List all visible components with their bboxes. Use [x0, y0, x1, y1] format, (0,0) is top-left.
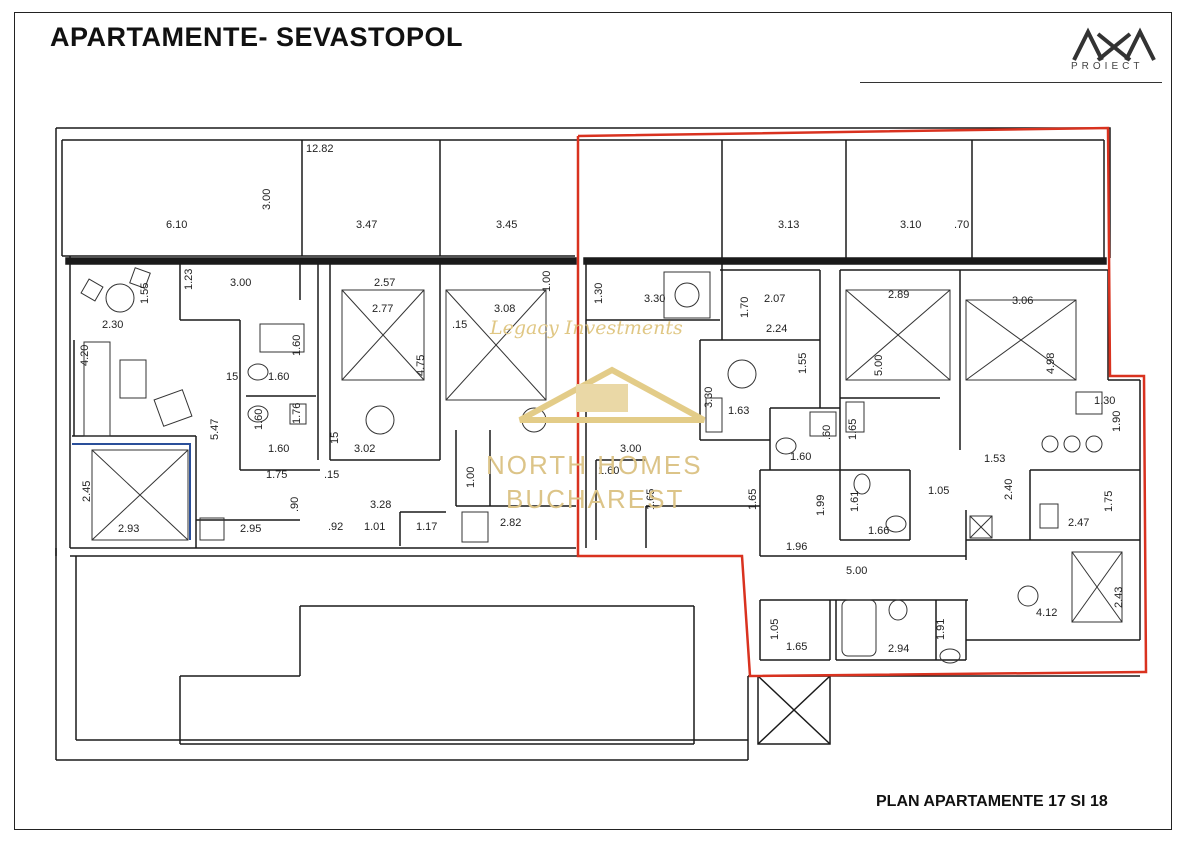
dim-label: 1.30	[1094, 395, 1115, 407]
dim-label: 15	[329, 432, 341, 444]
dim-label: 1.53	[984, 453, 1005, 465]
dim-label: 3.13	[778, 219, 799, 231]
dim-label: 1.99	[815, 495, 827, 516]
dim-label: 1.90	[1111, 411, 1123, 432]
dim-label: 4.20	[79, 345, 91, 366]
dim-label: 2.40	[1003, 479, 1015, 500]
dim-label: 1.23	[183, 269, 195, 290]
fixtures	[80, 267, 1123, 664]
dim-label: 3.30	[703, 387, 715, 408]
dim-label: 1.05	[928, 485, 949, 497]
dim-label: 1.70	[739, 297, 751, 318]
dim-label: .15	[452, 319, 467, 331]
dim-label: 1.65	[786, 641, 807, 653]
dim-label: 1.60	[598, 465, 619, 477]
dim-label: 2.07	[764, 293, 785, 305]
dim-label: 1.60	[790, 451, 811, 463]
dim-label: 1.76	[291, 403, 303, 424]
dim-label: 2.77	[372, 303, 393, 315]
watermark-line2: NORTH HOMES	[486, 450, 703, 480]
dim-label: .70	[954, 219, 969, 231]
dim-label: 1.00	[541, 271, 553, 292]
dim-label: 3.47	[356, 219, 377, 231]
dim-label: .60	[821, 425, 833, 440]
dim-label: 1.91	[935, 619, 947, 640]
dim-label: 2.57	[374, 277, 395, 289]
dim-label: 1.60	[268, 371, 289, 383]
dim-label: 3.08	[494, 303, 515, 315]
dim-label: 1.66	[868, 525, 889, 537]
dim-label: .92	[328, 521, 343, 533]
dim-label: 1.63	[728, 405, 749, 417]
dim-label: 1.60	[291, 335, 303, 356]
dim-label: 3.00	[261, 189, 273, 210]
dim-label: .90	[289, 497, 301, 512]
dim-label: 1.75	[266, 469, 287, 481]
dim-label: 12.82	[306, 143, 334, 155]
dim-label: 1.00	[465, 467, 477, 488]
dim-label: 1.55	[139, 283, 151, 304]
plan-caption: PLAN APARTAMENTE 17 SI 18	[876, 793, 1108, 810]
dim-label: 1.61	[849, 491, 861, 512]
dim-label: 3.30	[644, 293, 665, 305]
watermark-house-icon	[576, 384, 628, 412]
window-frame	[72, 443, 191, 540]
dim-label: 5.00	[873, 355, 885, 376]
dim-label: 3.00	[230, 277, 251, 289]
dim-label: 3.02	[354, 443, 375, 455]
dim-label: 15	[226, 371, 238, 383]
dim-label: 2.47	[1068, 517, 1089, 529]
watermark-roof-icon	[518, 366, 706, 423]
dim-label: 2.30	[102, 319, 123, 331]
dim-label: 2.45	[81, 481, 93, 502]
dim-label: 2.82	[500, 517, 521, 529]
dim-label: 3.28	[370, 499, 391, 511]
dim-label: 3.06	[1012, 295, 1033, 307]
dim-label: 3.45	[496, 219, 517, 231]
dim-label: 1.17	[416, 521, 437, 533]
dimension-labels: 12.82 6.10 3.00 3.47 3.45 3.13 3.10 .70 …	[79, 143, 1125, 655]
watermark-line1: Legacy Investments	[489, 317, 683, 339]
watermark-line3: BUCHAREST	[506, 484, 684, 514]
company-logo	[1072, 27, 1156, 62]
dim-label: 1.55	[797, 353, 809, 374]
dim-label: 4.98	[1045, 353, 1057, 374]
dim-label: 2.93	[118, 523, 139, 535]
logo-caption: PROIECT	[1071, 61, 1144, 72]
dim-label: 5.00	[846, 565, 867, 577]
dim-label: 3.00	[620, 443, 641, 455]
watermark: Legacy Investments NORTH HOMES BUCHAREST	[486, 317, 706, 514]
dim-label: 2.43	[1113, 587, 1125, 608]
dim-label: 1.96	[786, 541, 807, 553]
title-divider	[860, 82, 1162, 83]
dim-label: 1.65	[847, 419, 859, 440]
dim-label: 1.65	[747, 489, 759, 510]
dim-label: 4.12	[1036, 607, 1057, 619]
dim-label: 3.10	[900, 219, 921, 231]
dim-label: .15	[324, 469, 339, 481]
drawing-sheet-border	[14, 12, 1172, 830]
dim-label: 2.94	[888, 643, 909, 655]
dim-label: 6.10	[166, 219, 187, 231]
building-walls	[55, 127, 1141, 761]
page-title: APARTAMENTE- SEVASTOPOL	[50, 22, 464, 52]
dim-label: 1.65	[645, 489, 657, 510]
dim-label: 2.95	[240, 523, 261, 535]
dim-label: 2.24	[766, 323, 787, 335]
dim-label: 4.75	[415, 355, 427, 376]
dim-label: 1.60	[253, 409, 265, 430]
dim-label: 1.30	[593, 283, 605, 304]
dim-label: 1.60	[268, 443, 289, 455]
dim-label: 1.05	[769, 619, 781, 640]
dim-label: 2.89	[888, 289, 909, 301]
apartment-highlight-outline	[576, 126, 1148, 678]
dim-label: 1.01	[364, 521, 385, 533]
dim-label: 1.75	[1103, 491, 1115, 512]
dim-label: 5.47	[209, 419, 221, 440]
